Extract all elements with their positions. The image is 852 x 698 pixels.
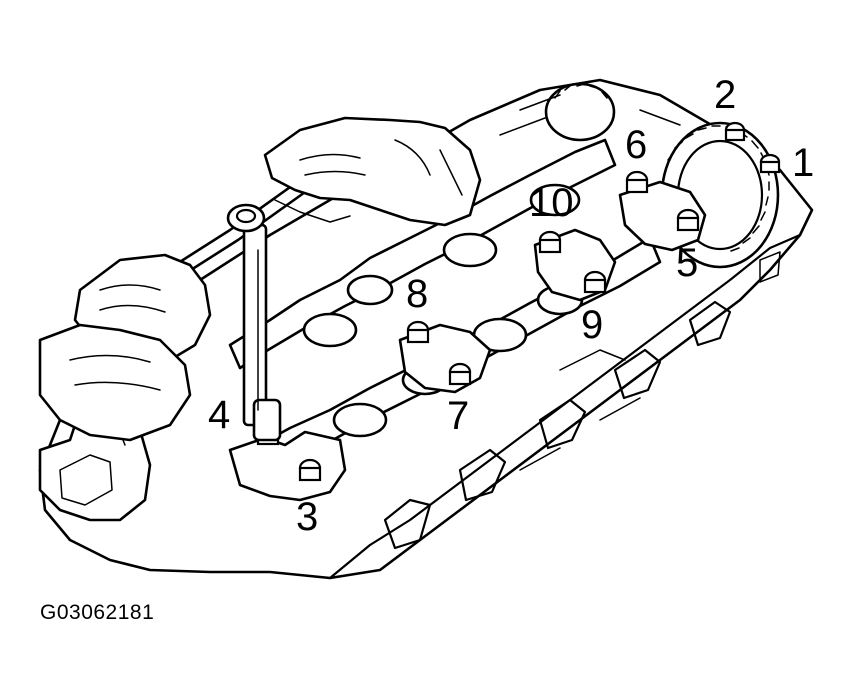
- camshaft-rear: [228, 138, 617, 370]
- bolt-1: [759, 153, 781, 174]
- figure-code: G03062181: [40, 601, 154, 624]
- head-detail: [499, 94, 781, 471]
- callout-5: 5: [676, 241, 698, 285]
- callout-3: 3: [296, 495, 318, 539]
- bolt-7: [448, 362, 472, 386]
- callout-8: 8: [406, 272, 428, 316]
- callout-10: 10: [529, 181, 574, 225]
- bolt-9: [583, 270, 607, 294]
- callout-2: 2: [714, 73, 736, 117]
- bolt-2: [724, 121, 746, 142]
- bolt-8: [406, 320, 430, 344]
- bolt-10: [538, 230, 562, 254]
- hand-lower: [38, 253, 212, 442]
- hand-upper: [263, 116, 482, 227]
- bolt-5: [676, 208, 700, 232]
- callout-labels: 1 2 3 4 5 6 7 8 9 10: [208, 73, 814, 539]
- callout-6: 6: [625, 123, 647, 167]
- callout-7: 7: [447, 394, 469, 438]
- callout-9: 9: [581, 303, 603, 347]
- bolt-3: [298, 458, 322, 482]
- socket-wrench: [173, 178, 310, 442]
- callout-4: 4: [208, 393, 230, 437]
- camshaft-gear: [544, 82, 780, 269]
- bolt-6: [625, 170, 649, 194]
- callout-1: 1: [792, 141, 814, 185]
